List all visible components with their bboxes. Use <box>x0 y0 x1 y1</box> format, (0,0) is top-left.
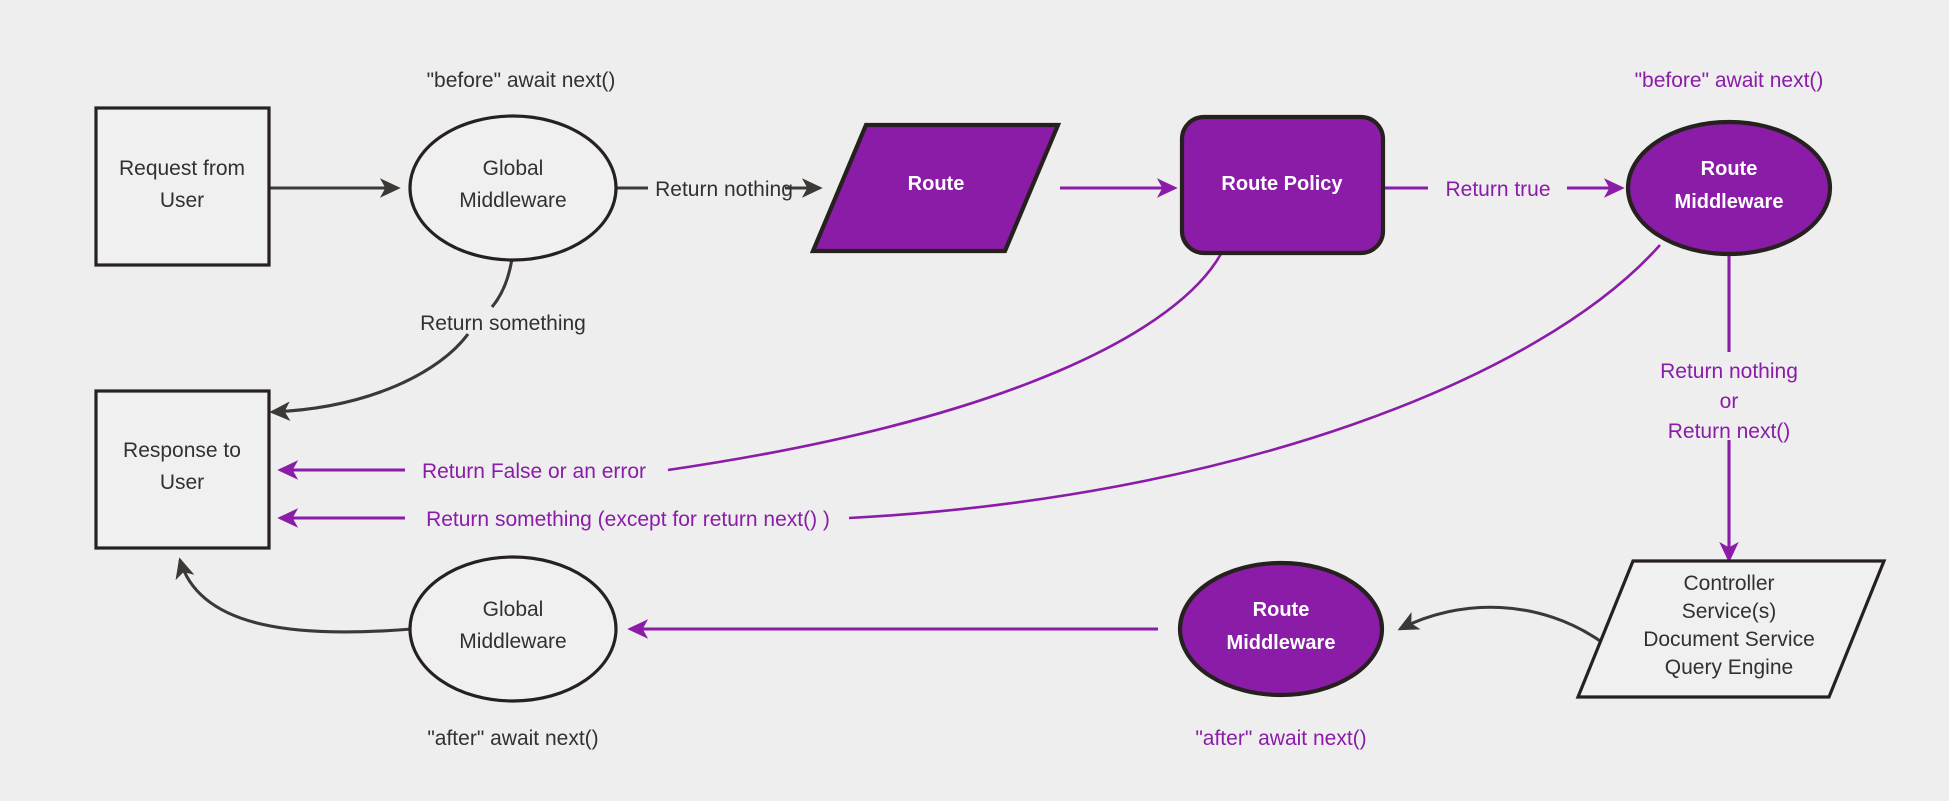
annotation-before-await-next-route: "before" await next() <box>1635 69 1824 92</box>
route-middleware-top-label-line2: Middleware <box>1675 191 1784 213</box>
edge-global-middleware-bottom-to-response <box>175 557 413 634</box>
edge-label-return-nothing-global: Return nothing <box>655 178 793 201</box>
node-route[interactable]: Route <box>809 122 1062 254</box>
node-request-from-user[interactable]: Request from User <box>94 106 271 267</box>
global-middleware-top-label-line2: Middleware <box>459 189 566 212</box>
controller-services-shape <box>1575 559 1887 699</box>
edge-label-return-something-global: Return something <box>420 312 586 335</box>
node-route-policy[interactable]: Route Policy <box>1179 114 1386 256</box>
node-route-middleware-top[interactable]: Route Middleware <box>1625 119 1833 257</box>
annotation-after-await-next-route: "after" await next() <box>1195 727 1366 750</box>
request-from-user-label-line2: User <box>160 189 204 212</box>
route-middleware-bottom-label-line1: Route <box>1253 599 1310 621</box>
controller-services-label-line3: Document Service <box>1643 628 1815 651</box>
route-policy-label: Route Policy <box>1221 173 1343 195</box>
request-from-user-shape <box>94 106 271 267</box>
controller-services-label-line1: Controller <box>1683 572 1774 595</box>
edge-label-return-nothing-or-next-line3: Return next() <box>1668 420 1791 443</box>
node-controller-services[interactable]: Controller Service(s) Document Service Q… <box>1575 559 1887 699</box>
route-middleware-top-shape <box>1625 119 1833 257</box>
edge-label-return-nothing-or-next-line1: Return nothing <box>1660 360 1798 383</box>
response-to-user-label-line1: Response to <box>123 439 241 462</box>
route-policy-shape <box>1179 114 1386 256</box>
global-middleware-bottom-shape <box>408 555 618 703</box>
edge-global-middleware-return-something-lower <box>269 333 470 422</box>
node-global-middleware-top[interactable]: Global Middleware <box>408 114 618 262</box>
request-from-user-label-line1: Request from <box>119 157 245 180</box>
route-label: Route <box>908 173 965 195</box>
node-global-middleware-bottom[interactable]: Global Middleware <box>408 555 618 703</box>
edge-label-return-true: Return true <box>1445 178 1550 201</box>
response-to-user-label-line2: User <box>160 471 204 494</box>
global-middleware-top-shape <box>408 114 618 262</box>
edge-route-middleware-return-something <box>848 244 1661 520</box>
edge-label-return-nothing-or-next-line2: or <box>1720 390 1739 413</box>
route-middleware-bottom-label-line2: Middleware <box>1227 632 1336 654</box>
edge-label-return-false-or-error: Return False or an error <box>422 460 646 483</box>
edge-controller-to-route-middleware-bottom <box>1397 605 1604 645</box>
node-response-to-user[interactable]: Response to User <box>94 389 271 550</box>
annotation-before-await-next-global: "before" await next() <box>427 69 616 92</box>
controller-services-label-line4: Query Engine <box>1665 656 1793 679</box>
edge-route-policy-return-false <box>667 251 1224 472</box>
route-middleware-top-label-line1: Route <box>1701 158 1758 180</box>
controller-services-label-line2: Service(s) <box>1682 600 1777 623</box>
annotation-after-await-next-global: "after" await next() <box>427 727 598 750</box>
response-to-user-shape <box>94 389 271 550</box>
route-middleware-bottom-shape <box>1177 560 1385 698</box>
edge-label-return-something-except-next: Return something (except for return next… <box>426 508 830 531</box>
node-route-middleware-bottom[interactable]: Route Middleware <box>1177 560 1385 698</box>
global-middleware-bottom-label-line1: Global <box>483 598 544 621</box>
global-middleware-bottom-label-line2: Middleware <box>459 630 566 653</box>
route-shape <box>809 122 1062 254</box>
global-middleware-top-label-line1: Global <box>483 157 544 180</box>
